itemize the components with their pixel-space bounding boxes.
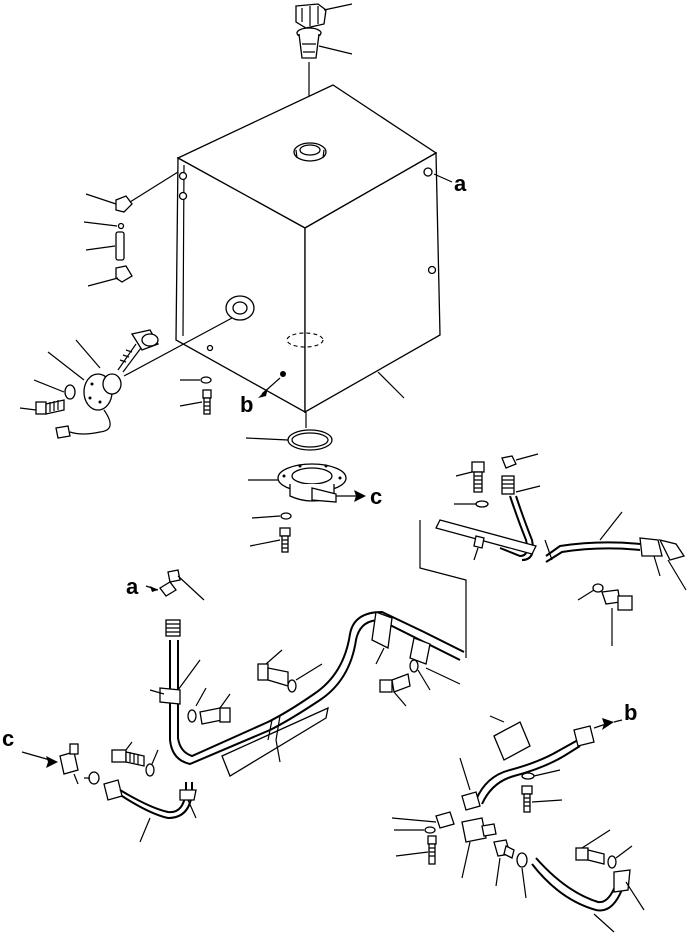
main-pipe xyxy=(165,610,465,766)
lower-right-bolt xyxy=(521,785,563,813)
callout-c-pipe: c xyxy=(2,726,58,768)
right-nut xyxy=(501,453,539,469)
callout-b-pipe: b xyxy=(624,700,637,725)
right-pipe xyxy=(544,511,641,563)
mid-bolt-upper xyxy=(257,649,323,693)
lower-left-bolt xyxy=(111,741,159,777)
o-ring xyxy=(245,429,333,451)
callout-a-pipe-label: a xyxy=(126,574,139,599)
pipe-clamp-lower xyxy=(149,687,181,705)
right-washer-bottom xyxy=(577,583,604,601)
callout-a-label: a xyxy=(454,171,467,196)
washer-under-tank xyxy=(180,376,212,384)
center-washer xyxy=(409,659,431,691)
hydraulic-tank xyxy=(175,84,441,428)
small-ring xyxy=(83,221,125,230)
gasket-left xyxy=(33,379,76,400)
hose-fitting-right xyxy=(501,475,541,495)
callout-c-label: c xyxy=(370,484,382,509)
flange-bolt xyxy=(249,527,291,553)
elbow-fitting-bottom xyxy=(87,265,133,287)
lower-right-tee xyxy=(391,811,455,865)
lower-right-hose xyxy=(459,718,623,811)
right-bolt-top xyxy=(455,461,485,493)
callout-a-tank: a xyxy=(433,171,467,196)
lower-left-pipe xyxy=(103,779,197,843)
right-connector xyxy=(639,537,687,591)
gauge-flange xyxy=(47,339,122,439)
lower-right-plug xyxy=(493,839,515,887)
callout-b-pipe-label: b xyxy=(624,700,637,725)
bolt-left xyxy=(19,399,65,415)
right-bracket xyxy=(435,519,537,561)
lower-right-bolt-b xyxy=(575,829,633,869)
lower-right-clip xyxy=(516,852,528,899)
lower-left-fitting xyxy=(59,743,79,785)
level-sensor xyxy=(117,317,233,377)
lower-right-valve xyxy=(461,817,497,879)
lower-right-bracket xyxy=(489,715,531,761)
lower-right-tube xyxy=(531,857,645,933)
lower-left-nut xyxy=(84,771,100,785)
lower-right-washer xyxy=(521,769,561,780)
long-bracket xyxy=(221,706,329,777)
callout-b-tank: b xyxy=(240,371,286,417)
callout-c-pipe-label: c xyxy=(2,726,14,751)
pipe-clamp-upper xyxy=(371,611,393,665)
outlet-flange xyxy=(248,463,347,503)
mid-bolt xyxy=(199,693,231,725)
callout-c-flange: c xyxy=(336,484,382,509)
filler-cap xyxy=(295,3,353,29)
callout-b-label: b xyxy=(240,392,253,417)
callout-a-pipe: a xyxy=(126,569,205,601)
right-hose xyxy=(499,495,534,561)
routing-line xyxy=(419,520,467,658)
center-bolt xyxy=(379,673,411,707)
strainer xyxy=(296,27,353,130)
mid-washer xyxy=(187,687,207,723)
flange-washer xyxy=(251,512,292,520)
bolt-under-tank xyxy=(179,389,212,415)
elbow-fitting-top xyxy=(85,171,179,213)
right-washer-top xyxy=(454,500,489,508)
right-bolt-bottom xyxy=(601,589,633,646)
pipe-clamp-mid xyxy=(409,637,461,685)
pipe-section xyxy=(85,231,125,261)
